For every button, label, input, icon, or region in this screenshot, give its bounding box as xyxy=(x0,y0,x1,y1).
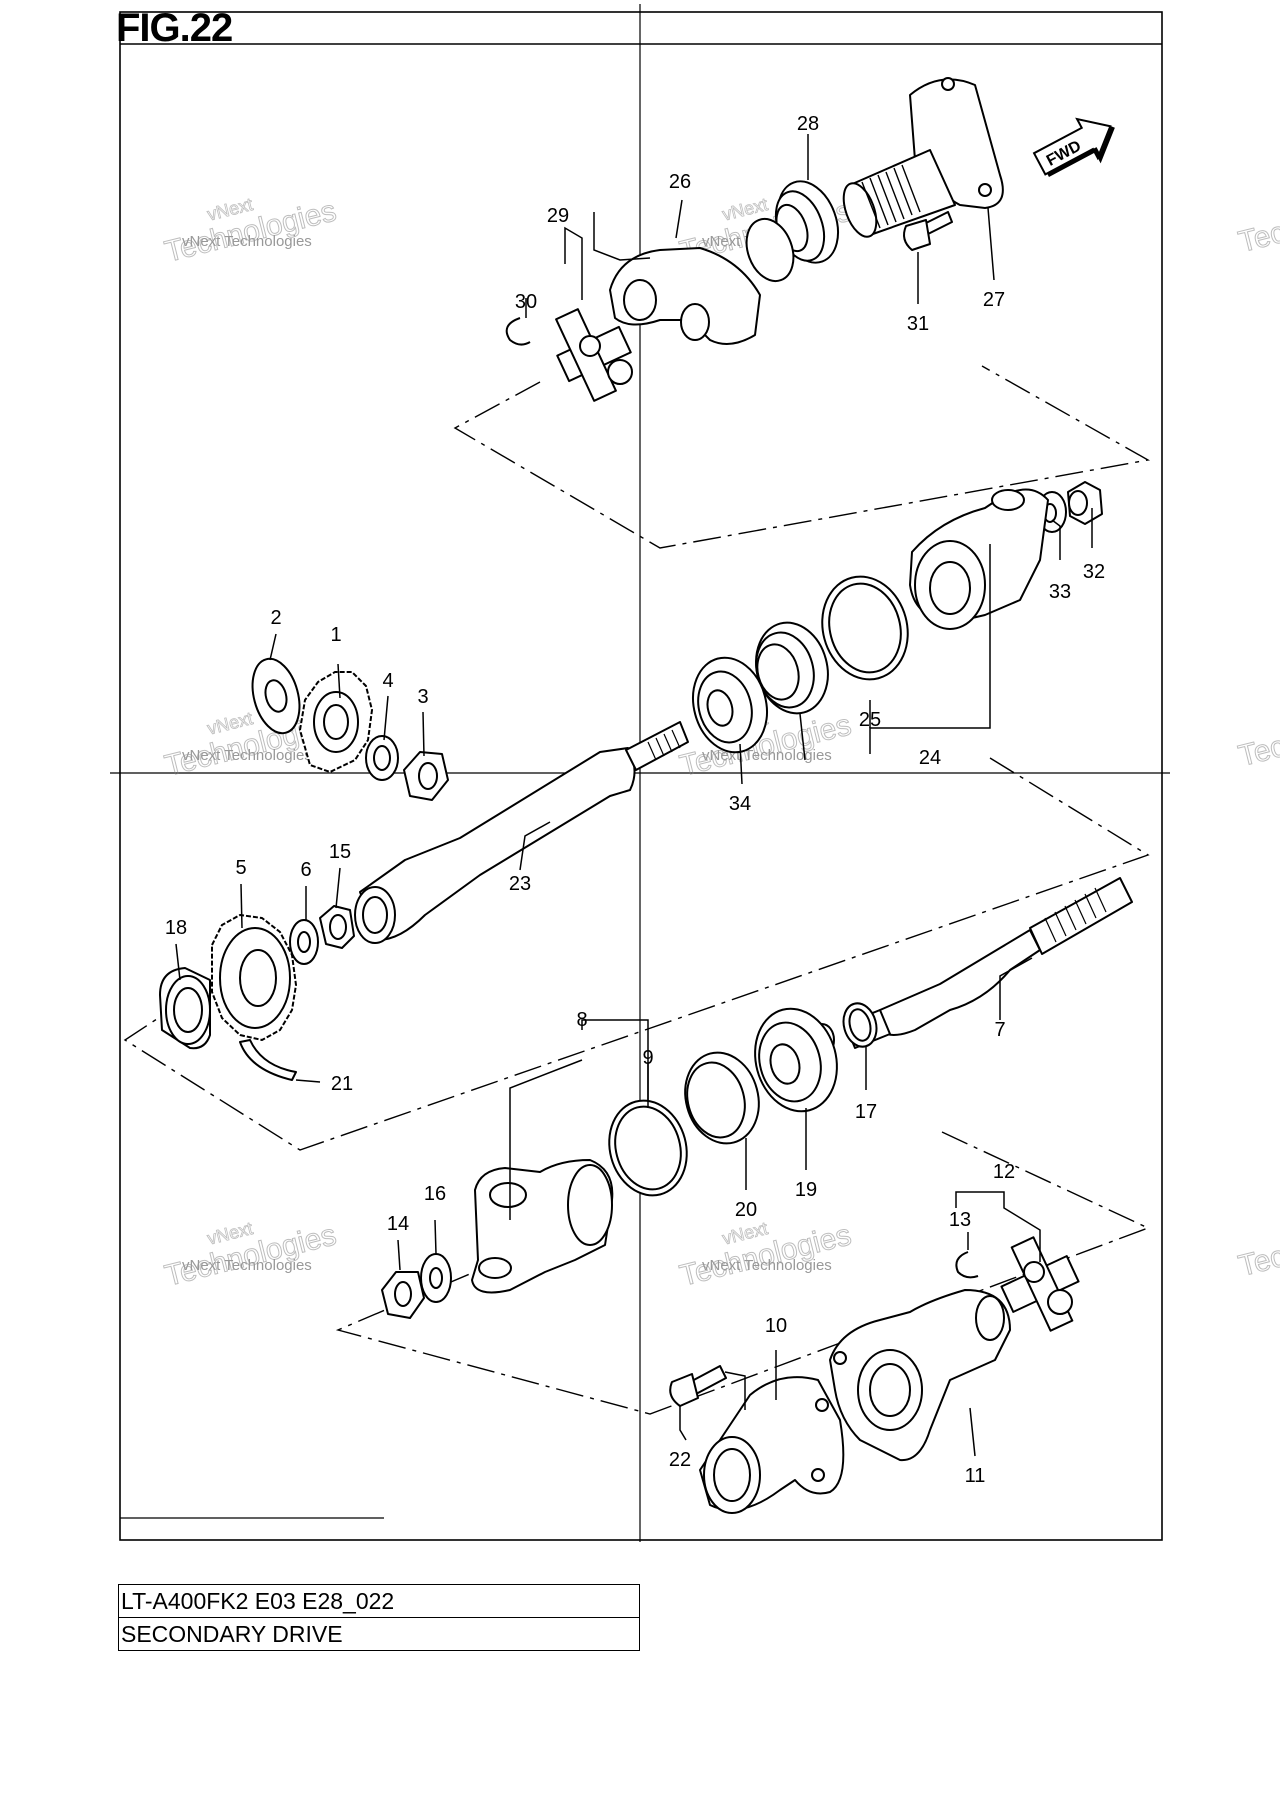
callout-29: 29 xyxy=(547,205,569,227)
leader-lines xyxy=(175,134,1093,1457)
callout-2: 2 xyxy=(270,607,281,629)
callout-3: 3 xyxy=(417,686,428,708)
callout-20: 20 xyxy=(735,1199,757,1221)
part-27-flange-shaft xyxy=(842,77,1004,238)
callout-22: 22 xyxy=(669,1449,691,1471)
callout-11: 11 xyxy=(965,1465,986,1487)
part-25-o-ring xyxy=(821,575,909,681)
watermark: Technologies xyxy=(1235,184,1280,259)
part-10-flange xyxy=(699,1376,845,1514)
callout-15: 16 xyxy=(424,1183,446,1205)
callout-4: 4 xyxy=(382,670,393,692)
part-2-shim xyxy=(251,657,301,735)
callout-15: 15 xyxy=(329,841,351,863)
part-24-yoke xyxy=(909,488,1049,630)
callout-24: 24 xyxy=(919,747,941,769)
part-31-flange-bolt xyxy=(903,211,953,251)
part-8-yoke xyxy=(471,1159,614,1294)
watermark-text: vNext Technologies xyxy=(702,1257,832,1274)
part-14-nut xyxy=(381,1271,425,1319)
watermark-text: vNext Technologies xyxy=(182,233,312,250)
fwd-direction-arrow: FWD xyxy=(1032,117,1115,177)
watermark-text: Technologies xyxy=(1235,699,1280,773)
watermark-text: Technologies xyxy=(1235,185,1280,259)
assembly-box-middle xyxy=(123,757,1150,1151)
part-12-universal-joint-cross xyxy=(1000,1236,1080,1332)
watermark: vNext Technologies xyxy=(161,194,340,270)
part-17-snap-ring xyxy=(842,1002,878,1048)
part-20-oil-seal xyxy=(684,1051,760,1145)
part-32-nut xyxy=(1067,481,1103,525)
callout-7: 7 xyxy=(994,1019,1005,1041)
callout-10: 10 xyxy=(765,1315,787,1337)
info-table: LT-A400FK2 E03 E28_022 SECONDARY DRIVE xyxy=(118,1584,640,1651)
callout-32: 32 xyxy=(1083,561,1105,583)
part-19-bearing xyxy=(754,1007,838,1113)
callout-5: 5 xyxy=(235,857,246,879)
part-13-circlip xyxy=(955,1251,979,1279)
callout-28: 28 xyxy=(797,113,819,135)
part-15-nut xyxy=(319,905,355,949)
callout-labels: 1 2 3 4 5 6 7 8 9 10 11 12 13 14 16 15 1… xyxy=(165,113,1105,1487)
part-3-nut xyxy=(403,751,449,801)
part-22-flange-bolt xyxy=(669,1365,727,1407)
part-5-drive-gear xyxy=(211,914,297,1041)
part-16-washer xyxy=(420,1253,452,1303)
callout-34: 34 xyxy=(729,793,751,815)
callout-13: 13 xyxy=(949,1209,971,1231)
part-21-circlip xyxy=(239,1039,297,1081)
callout-1: 1 xyxy=(330,624,341,646)
callout-25: 25 xyxy=(859,709,881,731)
watermark-text: vNext Technologies xyxy=(182,1257,312,1274)
part-1-bevel-gear xyxy=(299,671,373,773)
section-name: SECONDARY DRIVE xyxy=(119,1617,639,1650)
part-29-universal-joint-cross xyxy=(555,308,633,402)
callout-8: 8 xyxy=(576,1009,587,1031)
callout-9: 9 xyxy=(642,1047,653,1069)
part-23-propeller-shaft xyxy=(354,721,689,944)
watermark-text: Technologies xyxy=(1235,1209,1280,1283)
callout-23: 23 xyxy=(509,873,531,895)
watermark: Technologies xyxy=(1235,1208,1280,1283)
watermark: Technologies xyxy=(1235,698,1280,773)
callout-12: 12 xyxy=(993,1161,1015,1183)
callout-19: 19 xyxy=(795,1179,817,1201)
callout-31: 31 xyxy=(907,313,929,335)
callout-17: 17 xyxy=(855,1101,877,1123)
part-26-universal-joint-yoke xyxy=(609,218,795,345)
part-30-circlip xyxy=(505,317,531,346)
part-11-flange-yoke xyxy=(829,1289,1011,1462)
part-6-washer xyxy=(289,919,319,965)
callout-21: 21 xyxy=(331,1073,353,1095)
part-34-bearing xyxy=(692,656,768,754)
callout-6: 6 xyxy=(300,859,311,881)
part-oil-seal xyxy=(755,621,829,715)
part-4-washer xyxy=(365,735,399,781)
model-code: LT-A400FK2 E03 E28_022 xyxy=(121,1588,395,1614)
part-18-bearing xyxy=(159,967,211,1050)
callout-14: 14 xyxy=(387,1213,409,1235)
watermark: vNext Technologies xyxy=(161,1218,340,1294)
callout-26: 26 xyxy=(669,171,691,193)
callout-33: 33 xyxy=(1049,581,1071,603)
figure-title: FIG.22 xyxy=(116,6,233,50)
callout-27: 27 xyxy=(983,289,1005,311)
part-9-o-ring xyxy=(608,1099,688,1197)
assembly-box-top xyxy=(453,365,1151,549)
watermark: vNext Technologies xyxy=(676,1218,855,1294)
watermark-text: vNext Technologies xyxy=(182,747,312,764)
callout-30: 30 xyxy=(515,291,537,313)
callout-18: 18 xyxy=(165,917,187,939)
